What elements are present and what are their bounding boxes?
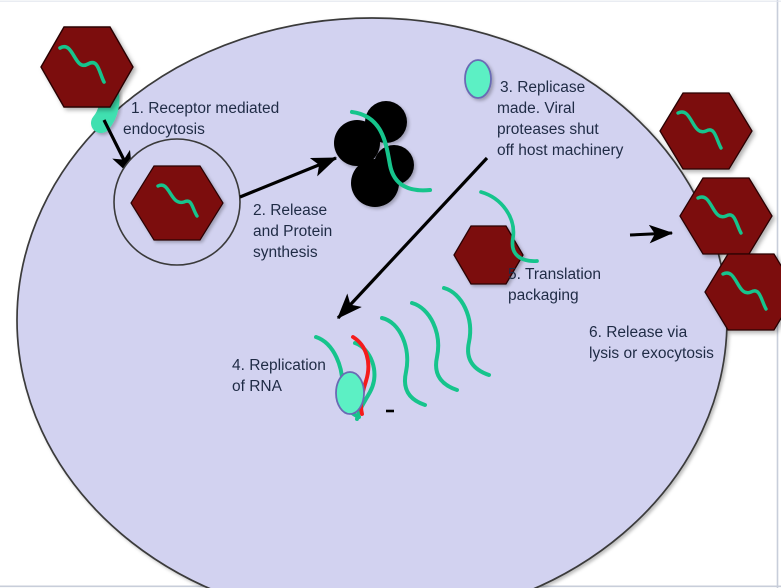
ribosome-cluster: [334, 101, 414, 207]
step-5-translation-packaging: 5. Translation packaging: [508, 266, 601, 304]
budding-virion-bottom: [704, 253, 781, 331]
step-1-receptor-mediated-endocytosis: 1. Receptor mediated endocytosis: [123, 100, 279, 138]
endosome-virion-rna: [156, 183, 199, 218]
budding-virion-rna: [721, 271, 768, 311]
free-rna-strand: [380, 316, 427, 407]
step-2-release-and-protein-synthesis: 2. Release and Protein synthesis: [253, 202, 332, 261]
step-6-label-line-1: 6. Release via: [589, 324, 688, 341]
arrow-release-out: [629, 224, 674, 244]
step-2-label-line-2: and Protein: [253, 223, 332, 240]
replicase-enzyme: [464, 59, 492, 99]
budding-virion-rna: [696, 195, 743, 235]
host-cell-membrane: [16, 17, 728, 588]
step-2-label-line-1: 2. Release: [253, 202, 327, 219]
endosome-virion: [130, 165, 224, 241]
step-3-replicase-made: 3. Replicase made. Viral proteases shut …: [497, 79, 624, 159]
step-1-label-line-1: 1. Receptor mediated: [131, 100, 279, 117]
empty-capsid-shape: [453, 225, 524, 285]
step-3-label-line-4: off host machinery: [497, 142, 624, 159]
step-3-label-line-3: proteases shut: [497, 121, 599, 138]
arrow-release: [239, 156, 338, 199]
step-6-label-line-2: lysis or exocytosis: [589, 345, 714, 362]
step-5-label-line-1: 5. Translation: [508, 266, 601, 283]
step-5-label-line-2: packaging: [508, 287, 579, 304]
host-cell: [16, 17, 728, 588]
replication-complex: [314, 335, 394, 421]
step-2-label-line-3: synthesis: [253, 244, 318, 261]
free-rna-strand: [442, 286, 491, 377]
step-4-replication-of-rna: 4. Replication of RNA: [232, 357, 326, 395]
replicase-oval: [464, 59, 492, 99]
step-6-release-via-lysis-or-exocytosis: 6. Release via lysis or exocytosis: [589, 324, 714, 362]
arrow-to-replication: [336, 156, 489, 320]
step-3-label-line-1: 3. Replicase: [500, 79, 585, 96]
ribosome: [365, 101, 407, 143]
packaging-rna-strand: [479, 190, 539, 263]
step-1-label-line-2: endocytosis: [123, 121, 205, 138]
free-rna-strands: [380, 286, 491, 407]
ribosome: [351, 159, 399, 207]
step-3-label-line-2: made. Viral: [497, 100, 575, 117]
budding-virion-top: [659, 92, 753, 170]
translated-rna-strand: [349, 109, 433, 193]
step-4-label-line-1: 4. Replication: [232, 357, 326, 374]
external-virion: [40, 26, 134, 108]
budding-virion-rna: [676, 110, 723, 150]
free-rna-strand: [410, 301, 459, 392]
step-4-label-line-2: of RNA: [232, 378, 283, 395]
replicase-at-fork: [335, 371, 365, 415]
empty-capsid: [453, 225, 524, 285]
virion-rna-strand: [58, 44, 106, 84]
